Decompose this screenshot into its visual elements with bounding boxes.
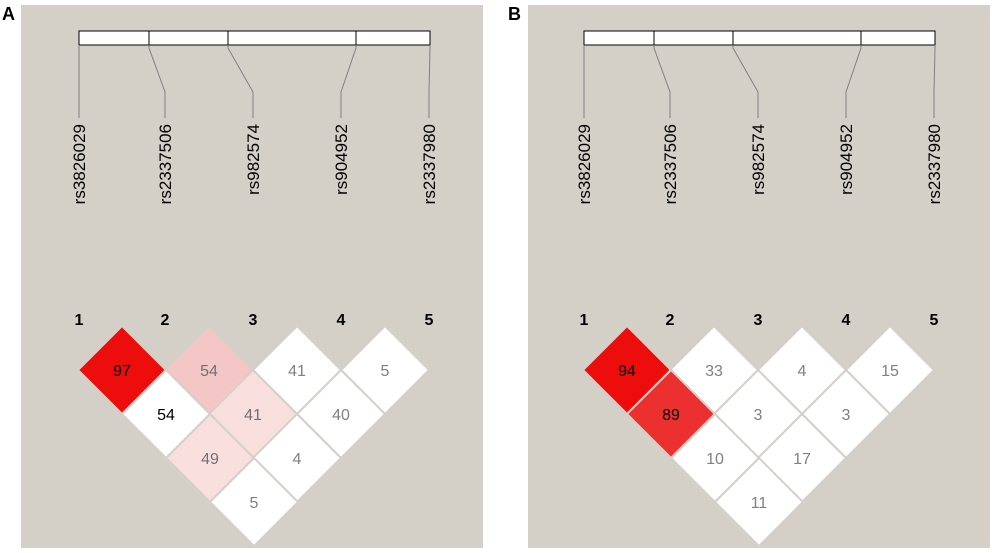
ld-value-a-4-5: 5 — [381, 363, 390, 380]
ld-value-a-1-3: 54 — [157, 407, 175, 424]
snp-connector-b-2 — [653, 45, 671, 118]
snp-label-b-5: rs2337980 — [925, 124, 944, 204]
snp-index-b-4: 4 — [842, 312, 851, 329]
snp-connector-a-4 — [340, 45, 357, 118]
snp-connector-b-3 — [732, 45, 759, 118]
position-bar-b — [583, 30, 936, 46]
snp-connector-a-3 — [227, 45, 254, 118]
ld-cell-a-1-5 — [208, 456, 300, 548]
ld-value-b-1-3: 89 — [662, 407, 680, 424]
ld-value-b-1-2: 94 — [618, 363, 636, 380]
ld-value-a-2-3: 54 — [200, 363, 218, 380]
snp-label-b-3: rs982574 — [749, 124, 768, 195]
ld-value-a-2-5: 4 — [293, 451, 302, 468]
snp-connector-b-5 — [933, 45, 936, 118]
snp-index-a-2: 2 — [161, 312, 170, 329]
ld-value-a-1-5: 5 — [250, 495, 259, 512]
snp-connector-a-2 — [148, 45, 166, 118]
snp-index-b-5: 5 — [930, 312, 939, 329]
ld-value-b-1-5: 11 — [751, 495, 768, 512]
snp-index-b-2: 2 — [666, 312, 675, 329]
position-bar-a — [78, 30, 431, 46]
snp-label-a-4: rs904952 — [332, 124, 351, 195]
snp-label-a-3: rs982574 — [244, 124, 263, 195]
snp-connector-b-4 — [845, 45, 862, 118]
ld-value-b-2-5: 17 — [793, 451, 811, 468]
snp-label-a-2: rs2337506 — [156, 124, 175, 204]
snp-index-a-3: 3 — [249, 312, 258, 329]
snp-label-b-4: rs904952 — [837, 124, 856, 195]
ld-value-b-2-4: 3 — [754, 407, 763, 424]
ld-value-a-3-4: 41 — [288, 363, 306, 380]
snp-connector-a-5 — [428, 45, 431, 118]
snp-index-b-3: 3 — [754, 312, 763, 329]
ld-value-b-3-5: 3 — [842, 407, 851, 424]
ld-value-b-3-4: 4 — [798, 363, 807, 380]
snp-index-a-4: 4 — [337, 312, 346, 329]
snp-label-a-1: rs3826029 — [70, 124, 89, 204]
ld-value-a-1-2: 97 — [113, 363, 131, 380]
snp-index-b-1: 1 — [580, 312, 589, 329]
snp-label-b-2: rs2337506 — [661, 124, 680, 204]
ld-cell-b-1-5 — [713, 456, 805, 548]
panel-letter-a: A — [2, 4, 15, 24]
ld-value-a-2-4: 41 — [244, 407, 262, 424]
ld-value-b-1-4: 10 — [706, 451, 724, 468]
ld-value-a-1-4: 49 — [201, 451, 219, 468]
snp-label-b-1: rs3826029 — [575, 124, 594, 204]
ld-value-b-2-3: 33 — [705, 363, 723, 380]
snp-label-a-5: rs2337980 — [420, 124, 439, 204]
snp-index-a-5: 5 — [425, 312, 434, 329]
snp-index-a-1: 1 — [75, 312, 84, 329]
ld-value-a-3-5: 40 — [332, 407, 350, 424]
ld-value-b-4-5: 15 — [881, 363, 899, 380]
panel-letter-b: B — [508, 4, 521, 24]
